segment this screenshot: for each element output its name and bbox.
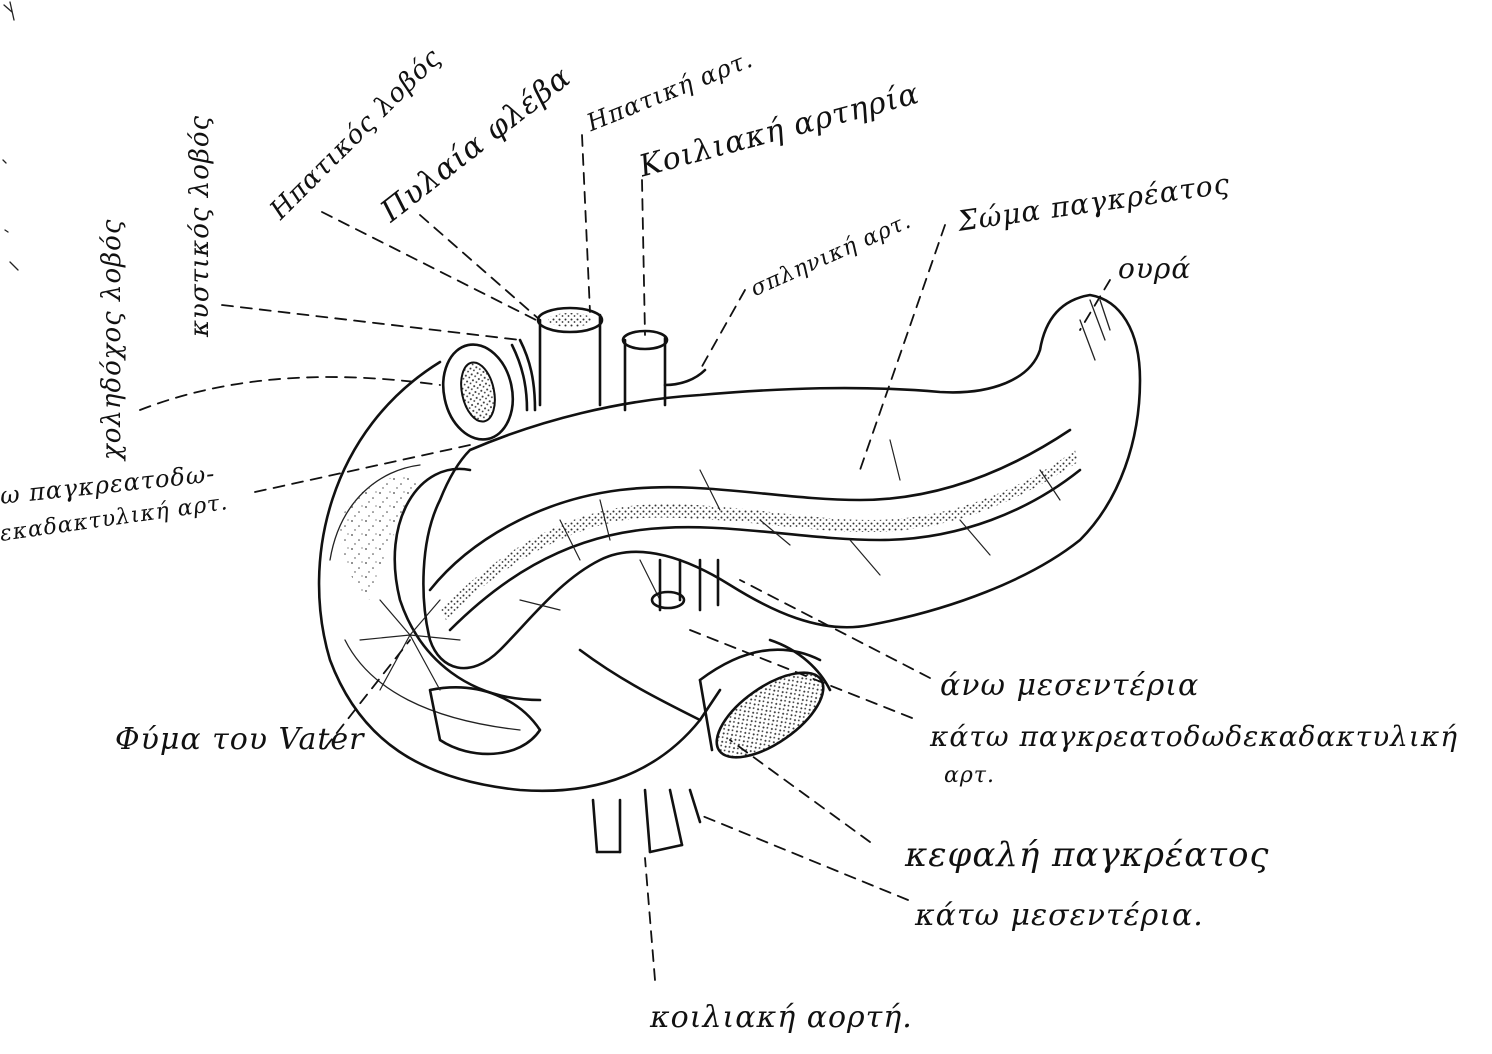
inferior-vessels — [593, 790, 700, 852]
hepatic-artery — [512, 340, 535, 410]
label-celiac-artery-bottom: κοιλιακή αορτή. — [650, 1000, 913, 1035]
label-inferior-pancreaticoduodenal-1: κάτω παγκρεατοδωδεκαδακτυλική — [930, 720, 1458, 753]
duodenum-inner — [395, 469, 540, 700]
label-inferior-mesenteric: κάτω μεσεντέρια. — [915, 898, 1204, 933]
portal-vein-lumen — [548, 313, 592, 327]
aorta-lumen — [703, 657, 837, 774]
duodenum-shade — [340, 476, 420, 600]
label-pancreas-tail: ουρά — [1118, 252, 1191, 285]
label-ampulla-vater: Φύμα του Vater — [115, 722, 365, 757]
inferior-vessels-caps — [597, 845, 682, 852]
scan-specks — [3, 2, 18, 270]
label-inferior-pancreaticoduodenal-2: αρτ. — [944, 763, 995, 788]
splenic-artery-branch — [665, 370, 705, 385]
label-cystic-duct: κυστικός λοβός — [185, 115, 215, 337]
label-common-bile-duct: χοληδόχος λοβός — [97, 219, 127, 460]
duodenum-fold — [430, 687, 540, 754]
sup-mesenteric-vessels — [660, 560, 718, 610]
label-pancreas-head: κεφαλή παγκρέατος — [905, 835, 1269, 875]
label-superior-mesenteric: άνω μεσεντέρια — [940, 668, 1199, 703]
bile-duct-inner — [456, 359, 500, 424]
tail-strands — [1080, 300, 1110, 360]
